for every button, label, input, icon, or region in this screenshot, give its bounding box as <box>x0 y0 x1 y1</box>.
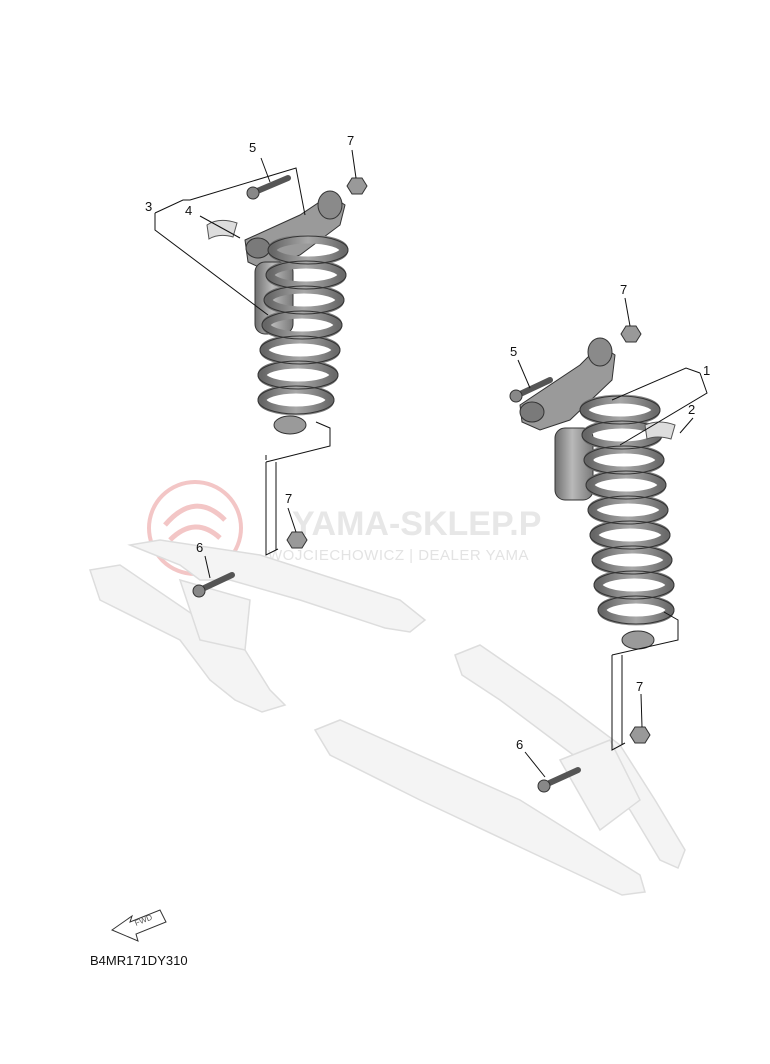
right-rear-shock-absorber <box>519 337 675 650</box>
callout-7-right-upper: 7 <box>620 282 627 297</box>
callout-7-left-upper: 7 <box>347 133 354 148</box>
dealer-watermark: YAMA-SKLEP.P WOJCIECHOWICZ | DEALER YAMA <box>147 480 541 576</box>
diagram-code: B4MR171DY310 <box>90 953 188 968</box>
callout-4: 4 <box>185 203 192 218</box>
callout-6-left: 6 <box>196 540 203 555</box>
forward-direction-arrow-icon: FWD <box>110 909 167 942</box>
right-label-decal-icon <box>644 421 676 440</box>
callouts-left: 5 7 3 4 7 6 <box>145 133 354 555</box>
callout-5-left: 5 <box>249 140 256 155</box>
left-rear-shock-absorber <box>244 190 349 435</box>
left-label-decal-icon <box>206 219 238 240</box>
callout-1: 1 <box>703 363 710 378</box>
leader-lines <box>154 149 708 778</box>
left-swing-arm <box>89 539 427 713</box>
watermark-subtitle: WOJCIECHOWICZ | DEALER YAMA <box>268 547 529 564</box>
callouts-right: 7 5 1 2 7 6 <box>510 282 710 752</box>
left-lower-nut-icon <box>286 531 308 549</box>
left-lower-bolt-icon <box>192 572 235 598</box>
callout-6-right: 6 <box>516 737 523 752</box>
callout-2: 2 <box>688 402 695 417</box>
callout-7-left-lower: 7 <box>285 491 292 506</box>
right-upper-bolt-icon <box>509 377 553 403</box>
left-upper-bolt-icon <box>246 175 291 200</box>
right-lower-nut-icon <box>629 726 651 744</box>
callout-3: 3 <box>145 199 152 214</box>
watermark-name: YAMA-SKLEP.P <box>292 505 541 543</box>
right-upper-nut-icon <box>620 325 642 343</box>
left-upper-nut-icon <box>346 177 368 195</box>
callout-7-right-lower: 7 <box>636 679 643 694</box>
right-swing-arm <box>313 644 686 896</box>
right-lower-bolt-icon <box>537 767 581 793</box>
callout-5-right: 5 <box>510 344 517 359</box>
